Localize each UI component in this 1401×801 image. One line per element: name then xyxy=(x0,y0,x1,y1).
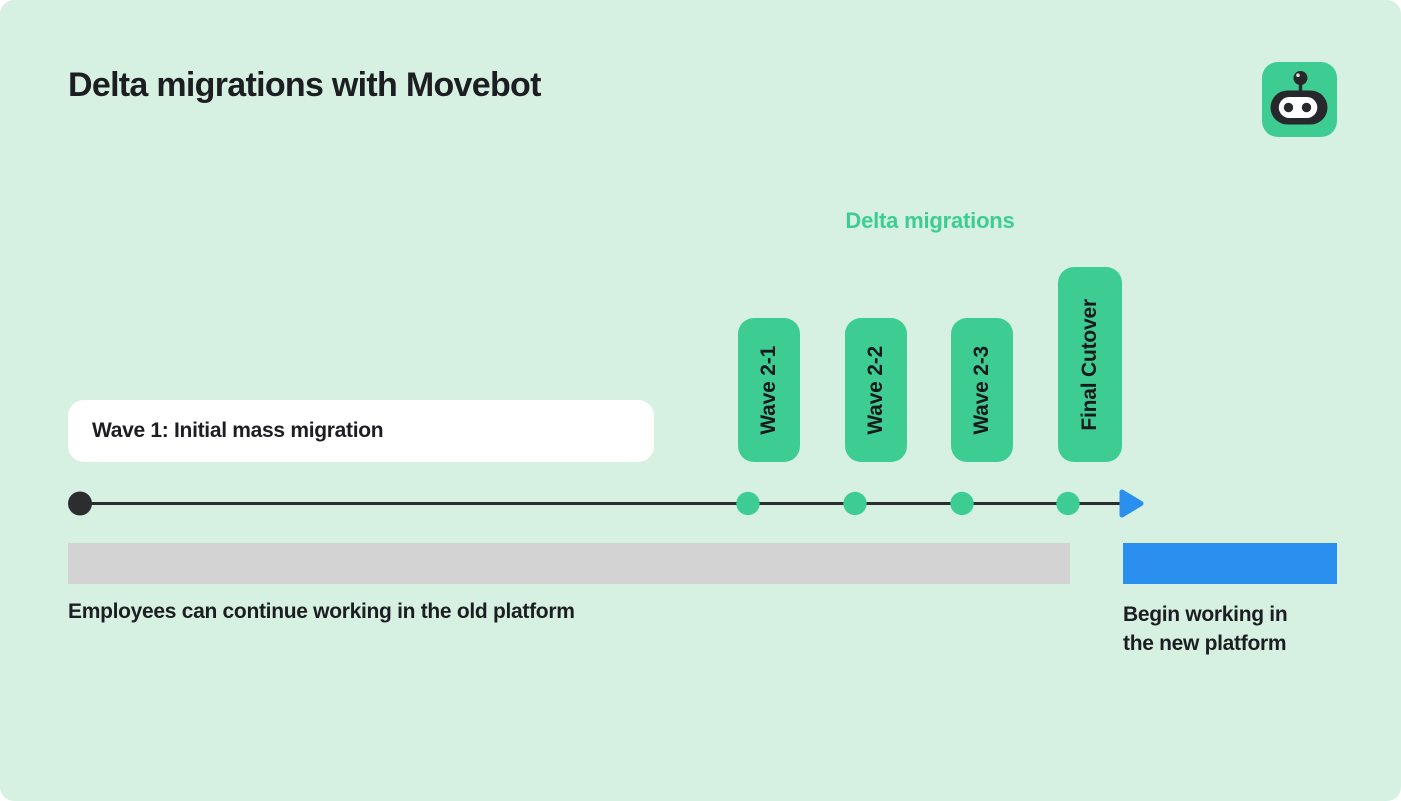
wave1-label: Wave 1: Initial mass migration xyxy=(92,419,384,442)
timeline-dot-wave-2-3 xyxy=(950,491,974,516)
milestone-label: Wave 2-2 xyxy=(864,345,887,435)
movebot-robot-icon xyxy=(1262,62,1337,137)
timeline-dot-final-cutover xyxy=(1056,491,1080,516)
new-platform-caption-line2: the new platform xyxy=(1123,632,1287,655)
new-platform-caption: Begin working in the new platform xyxy=(1123,600,1288,658)
milestone-pill-wave-2-2: Wave 2-2 xyxy=(845,318,907,462)
timeline-start-dot xyxy=(68,491,92,516)
timeline-dot-wave-2-2 xyxy=(843,491,867,516)
milestone-label: Final Cutover xyxy=(1078,298,1101,431)
old-platform-caption: Employees can continue working in the ol… xyxy=(68,600,575,623)
delta-migrations-label: Delta migrations xyxy=(845,208,1015,233)
old-platform-bar xyxy=(68,543,1070,584)
new-platform-caption-line1: Begin working in xyxy=(1123,603,1288,626)
milestone-label: Wave 2-1 xyxy=(757,345,780,435)
milestone-label: Wave 2-3 xyxy=(970,345,993,435)
milestone-pill-final-cutover: Final Cutover xyxy=(1058,267,1122,462)
milestone-pill-wave-2-1: Wave 2-1 xyxy=(738,318,800,462)
milestone-pill-wave-2-3: Wave 2-3 xyxy=(951,318,1013,462)
timeline-dot-wave-2-1 xyxy=(736,491,760,516)
new-platform-bar xyxy=(1123,543,1337,584)
timeline-axis xyxy=(68,489,1144,518)
page-title: Delta migrations with Movebot xyxy=(68,66,541,104)
timeline-arrow-icon xyxy=(1119,489,1144,518)
wave1-card: Wave 1: Initial mass migration xyxy=(68,400,654,462)
